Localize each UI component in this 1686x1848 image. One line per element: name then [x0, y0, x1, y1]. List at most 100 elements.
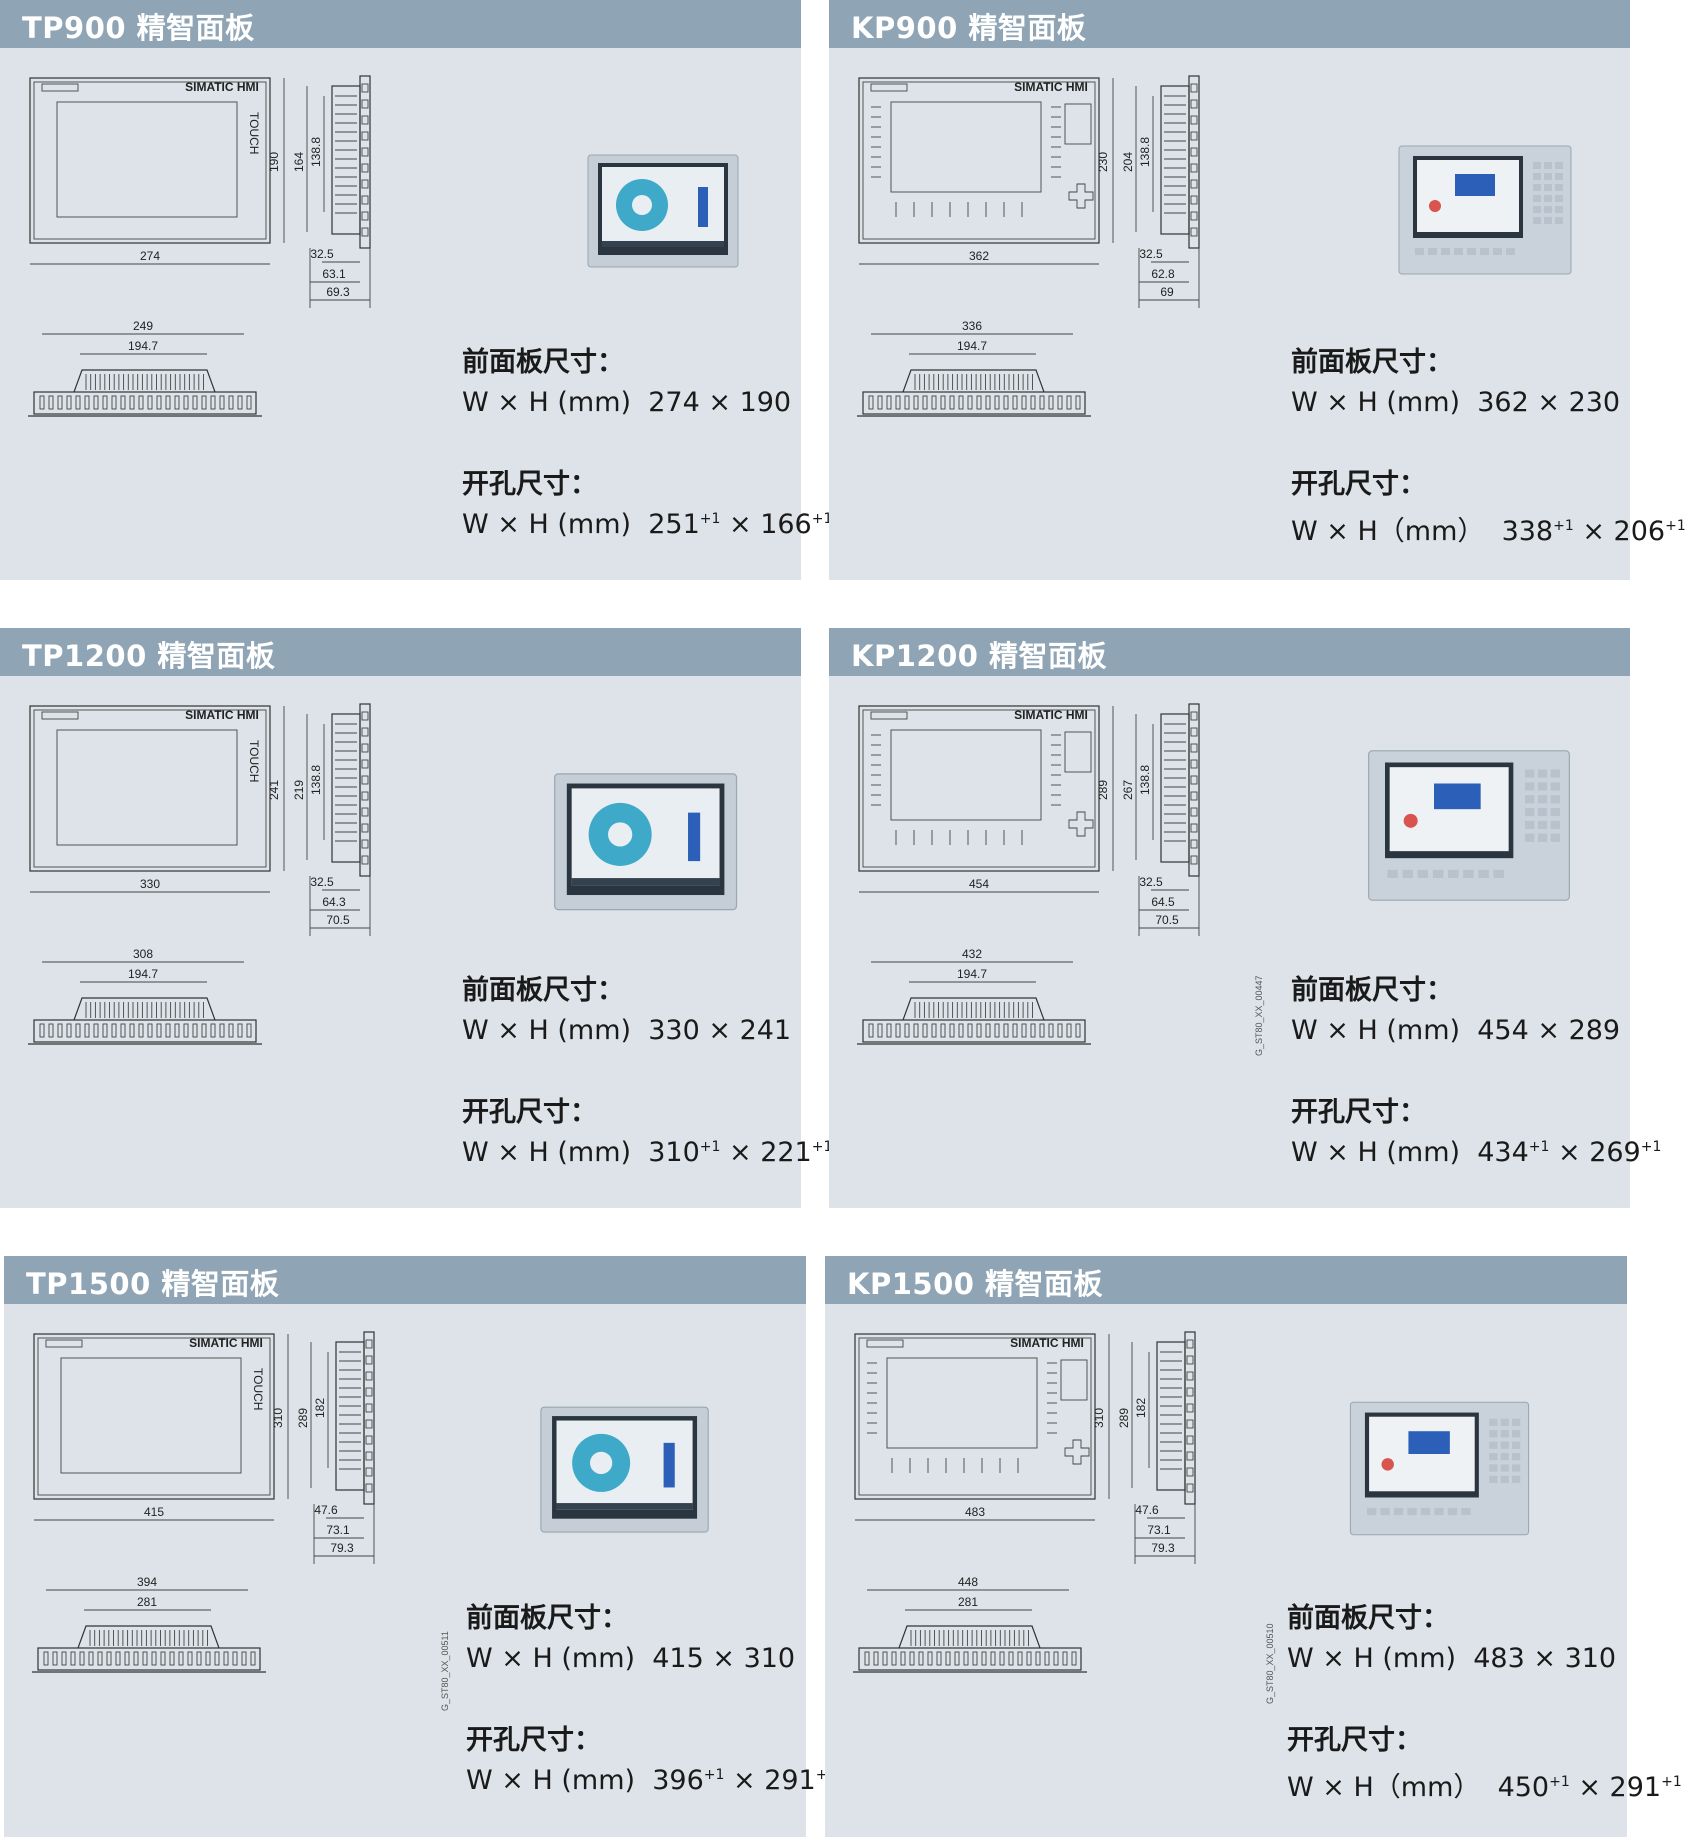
depth-c-label: 79.3	[330, 1541, 354, 1555]
tolerance: +1	[811, 511, 833, 527]
bottom-slot	[922, 395, 928, 410]
bottom-slot	[183, 395, 189, 410]
bottom-slot	[129, 1023, 135, 1038]
key-icon	[1533, 206, 1541, 213]
bottom-width-label: 394	[137, 1575, 157, 1589]
front-size-label: 前面板尺寸：	[1287, 1603, 1449, 1634]
bottom-slot	[183, 1023, 189, 1038]
bottom-slot	[936, 1651, 942, 1666]
front-prefix: W × H (mm)	[466, 1643, 636, 1674]
clamp-slot	[365, 1355, 373, 1365]
cutout-width: 450	[1497, 1772, 1550, 1803]
key-icon	[1525, 782, 1535, 791]
panel-title: TP1200 精智面板	[22, 639, 276, 673]
key-icon	[1467, 248, 1476, 255]
key-icon	[1525, 769, 1535, 778]
height-label: 230	[1096, 152, 1110, 172]
bottom-slot	[66, 1023, 72, 1038]
bottom-inner-label: 194.7	[128, 967, 158, 981]
keypad	[1060, 1359, 1088, 1401]
cutout-size-value: W × H (mm) 434+1 × 269+1	[1291, 1137, 1662, 1168]
clamp-slot	[365, 1483, 373, 1493]
bottom-slot	[165, 1023, 171, 1038]
brand-label: SIMATIC HMI	[1010, 1336, 1084, 1350]
cutout-prefix: W × H (mm)	[462, 1137, 632, 1168]
tolerance: +1	[699, 1139, 721, 1155]
bottom-slot	[156, 395, 162, 410]
bottom-slot	[138, 395, 144, 410]
depth-b-label: 63.1	[322, 267, 346, 281]
cutout-size-label: 开孔尺寸：	[462, 469, 597, 500]
bottom-slot	[1053, 1651, 1059, 1666]
bottom-inner-label: 281	[958, 1595, 978, 1609]
bottom-slot	[868, 1023, 874, 1038]
key-icon	[1506, 248, 1515, 255]
bottom-connector-bay	[73, 997, 216, 1021]
clamp-slot	[361, 211, 369, 221]
clamp-slot	[1190, 99, 1198, 109]
depth-c-label: 70.5	[326, 913, 350, 927]
clamp-slot	[1190, 195, 1198, 205]
clamp-slot	[1186, 1451, 1194, 1461]
bottom-slot	[1066, 395, 1072, 410]
screen-area	[60, 1357, 242, 1474]
cutout-size-label: 开孔尺寸：	[466, 1725, 601, 1756]
screen-area	[890, 101, 1042, 193]
clamp-slot	[1190, 147, 1198, 157]
bottom-slot	[985, 395, 991, 410]
bottom-slot	[967, 1023, 973, 1038]
bottom-slot	[868, 395, 874, 410]
cutout-size-value: W × H（mm） 450+1 × 291+1	[1287, 1772, 1682, 1803]
key-icon	[1415, 248, 1424, 255]
product-photo	[1364, 743, 1574, 908]
spec-block: 前面板尺寸： W × H (mm) 415 × 310 开孔尺寸： W × H …	[466, 1596, 836, 1840]
bottom-slot	[43, 1651, 49, 1666]
cutout-size-value: W × H (mm) 396+1 × 291+1	[466, 1765, 836, 1796]
front-outline	[29, 705, 271, 872]
key-icon	[1500, 1418, 1509, 1427]
bottom-connector-bay	[73, 369, 216, 393]
clamp-slot	[1186, 1339, 1194, 1349]
key-icon	[1537, 769, 1548, 778]
bottom-slot	[994, 395, 1000, 410]
key-icon	[1417, 869, 1429, 878]
bottom-slot	[891, 1651, 897, 1666]
photo-svg	[1398, 145, 1572, 275]
panel-title: KP900 精智面板	[851, 11, 1087, 45]
document-id: G_ST80_XX_00447	[1254, 975, 1264, 1056]
bottom-width-label: 432	[962, 947, 982, 961]
cutout-width: 396	[652, 1765, 704, 1796]
bottom-slot	[205, 1651, 211, 1666]
bottom-slot	[1044, 1651, 1050, 1666]
bottom-slot	[1066, 1023, 1072, 1038]
clamp-slot	[361, 791, 369, 801]
bottom-width-label: 308	[133, 947, 153, 961]
panel-header: TP900 精智面板	[0, 0, 801, 48]
screen-footer	[556, 1503, 693, 1510]
bottom-slot	[1008, 1651, 1014, 1666]
bottom-slot	[165, 395, 171, 410]
tolerance: +1	[1549, 1774, 1570, 1790]
bottom-slot	[976, 395, 982, 410]
brand-label: SIMATIC HMI	[185, 708, 259, 722]
clamp-slot	[1190, 839, 1198, 849]
height-label: 310	[271, 1408, 285, 1428]
bottom-housing	[37, 1647, 261, 1671]
front-height: 310	[743, 1643, 796, 1674]
key-icon	[1537, 795, 1548, 804]
cutout-height: 206	[1613, 516, 1666, 547]
bottom-slot	[882, 1651, 888, 1666]
clamp-slot	[365, 1387, 373, 1397]
key-icon	[1544, 206, 1552, 213]
bottom-slot	[169, 1651, 175, 1666]
key-icon	[1480, 248, 1489, 255]
bottom-slot	[918, 1651, 924, 1666]
bottom-inner-label: 281	[137, 1595, 157, 1609]
clamp-slot	[365, 1435, 373, 1445]
clamp-slot	[1186, 1371, 1194, 1381]
height-label: 241	[267, 780, 281, 800]
bottom-housing	[33, 1019, 257, 1043]
clamp-slot	[361, 727, 369, 737]
